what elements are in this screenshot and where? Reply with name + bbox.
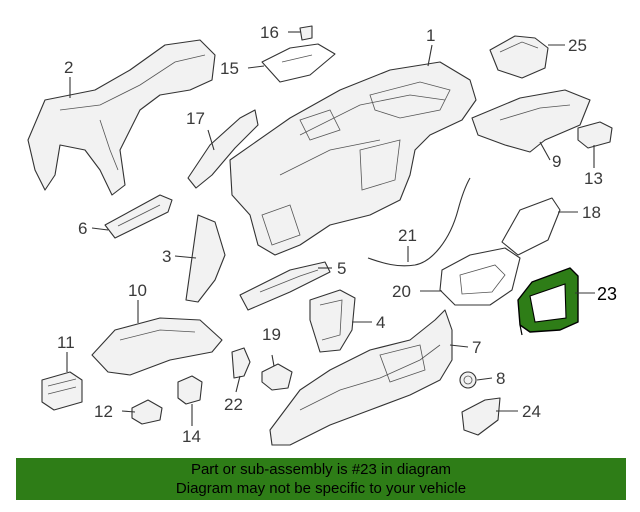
part-10-lower-panel[interactable] [91, 317, 223, 376]
callout-16: 16 [260, 23, 279, 42]
part-8-grommet[interactable] [459, 371, 477, 389]
callout-15: 15 [220, 59, 239, 78]
part-17-trim-strip[interactable] [187, 109, 259, 189]
part-15-cover-plate[interactable] [261, 43, 336, 83]
callout-17: 17 [186, 109, 205, 128]
callout-22: 22 [224, 395, 243, 414]
callout-5: 5 [337, 259, 346, 278]
part-25-module[interactable] [489, 35, 549, 79]
callout-3: 3 [162, 247, 171, 266]
callout-25: 25 [568, 36, 587, 55]
part-6-bracket[interactable] [104, 194, 173, 239]
callout-7: 7 [472, 338, 481, 357]
callout-18: 18 [582, 203, 601, 222]
part-4-bracket[interactable] [309, 289, 356, 353]
part-19-clip[interactable] [261, 363, 293, 391]
callout-12: 12 [94, 402, 113, 421]
part-info-banner: Part or sub-assembly is #23 in diagram D… [16, 458, 626, 500]
callout-24: 24 [522, 402, 541, 421]
callout-13: 13 [584, 169, 603, 188]
callout-1: 1 [426, 26, 435, 45]
part-22-bracket[interactable] [231, 347, 251, 379]
part-24-trim-cover[interactable] [461, 397, 501, 436]
leader-lines [66, 31, 595, 426]
callout-11: 11 [57, 333, 75, 352]
part-3-side-panel[interactable] [185, 214, 226, 303]
callout-21: 21 [398, 226, 417, 245]
part-23-display-bezel[interactable] [517, 267, 579, 336]
banner-line-1: Part or sub-assembly is #23 in diagram [190, 461, 452, 478]
callout-9: 9 [552, 152, 561, 171]
callout-14: 14 [182, 427, 201, 446]
part-18-glove-box-door[interactable] [501, 197, 561, 256]
callout-19: 19 [262, 325, 281, 344]
callout-20: 20 [392, 282, 411, 301]
part-11-switch-module[interactable] [41, 371, 83, 411]
callout-labels: 1 2 3 4 5 6 7 8 9 10 11 12 13 14 15 16 1… [57, 23, 617, 446]
parts-diagram: 1 2 3 4 5 6 7 8 9 10 11 12 13 14 15 16 1… [27, 23, 617, 446]
part-1-instrument-panel[interactable] [229, 61, 477, 256]
part-20-bezel[interactable] [439, 247, 521, 306]
part-12-clip[interactable] [131, 399, 163, 425]
part-21-cable[interactable] [367, 177, 471, 267]
part-14-bracket[interactable] [177, 375, 203, 405]
callout-6: 6 [78, 219, 87, 238]
part-9-panel[interactable] [471, 89, 591, 153]
callout-4: 4 [376, 313, 385, 332]
part-16-knob[interactable] [299, 25, 313, 41]
part-13-cup-holder[interactable] [577, 121, 613, 149]
callout-23: 23 [597, 284, 617, 304]
part-2-cross-car-beam[interactable] [27, 39, 216, 196]
callout-2: 2 [64, 58, 73, 77]
callout-8: 8 [496, 369, 505, 388]
part-5-vent-duct[interactable] [239, 261, 331, 311]
part-7-floor-console[interactable] [269, 309, 453, 446]
callout-10: 10 [128, 281, 147, 300]
banner-line-2: Diagram may not be specific to your vehi… [175, 480, 467, 497]
